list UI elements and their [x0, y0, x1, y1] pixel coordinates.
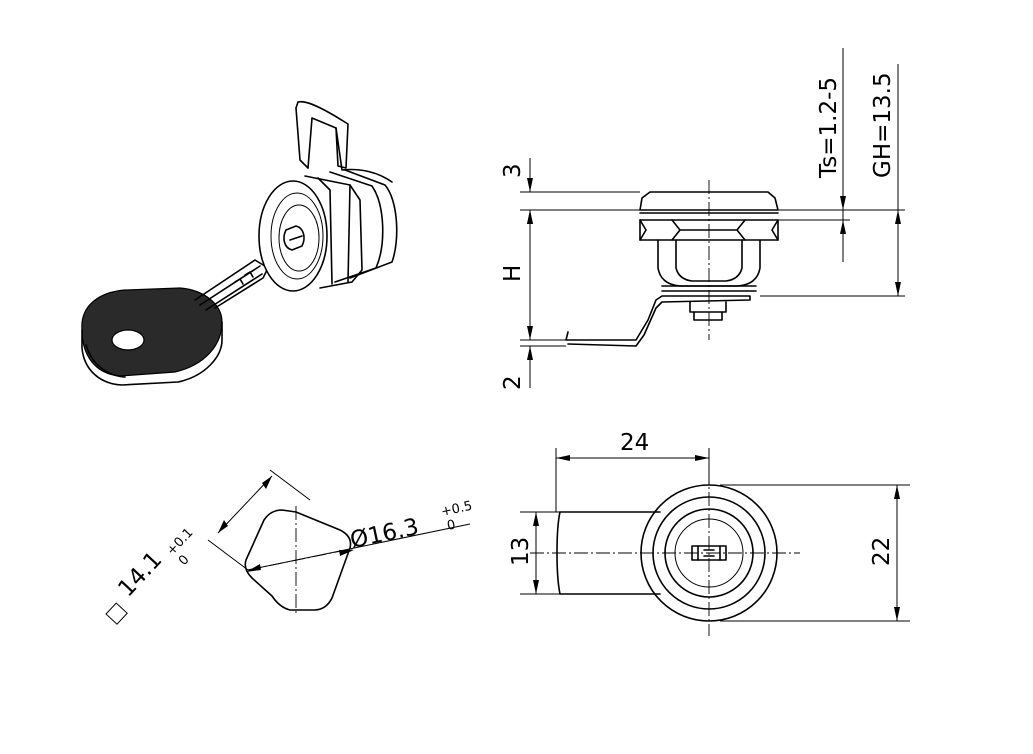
dim-gh-label: GH=13.5	[870, 72, 896, 178]
dim-square-tol-lower: 0	[176, 552, 193, 568]
dim-diameter-tol-upper: +0.5	[440, 499, 474, 520]
dim-ts-label: Ts=1.2-5	[816, 77, 842, 179]
dim-h-label: H	[500, 265, 526, 282]
square-symbol-icon	[105, 602, 128, 625]
dim-24-label: 24	[620, 430, 649, 456]
dim-3-label: 3	[500, 163, 526, 178]
dim-square-label: 14.1	[113, 547, 167, 602]
side-view: 3 H 2 Ts=1.2-5 GH=13.5	[500, 48, 905, 390]
cutout-view: 14.1 +0.1 0 Ø16.3 +0.5 0	[105, 469, 474, 625]
key-illustration	[81, 259, 269, 386]
dim-diameter-tol-lower: 0	[446, 518, 457, 534]
lock-illustration	[258, 100, 398, 292]
isometric-view	[81, 100, 398, 386]
front-view: 24 13 22	[508, 430, 910, 636]
dim-2-label: 2	[500, 375, 526, 390]
dim-22-label: 22	[869, 537, 895, 566]
dim-13-label: 13	[508, 537, 534, 566]
dim-diameter-label: Ø16.3	[348, 514, 421, 554]
